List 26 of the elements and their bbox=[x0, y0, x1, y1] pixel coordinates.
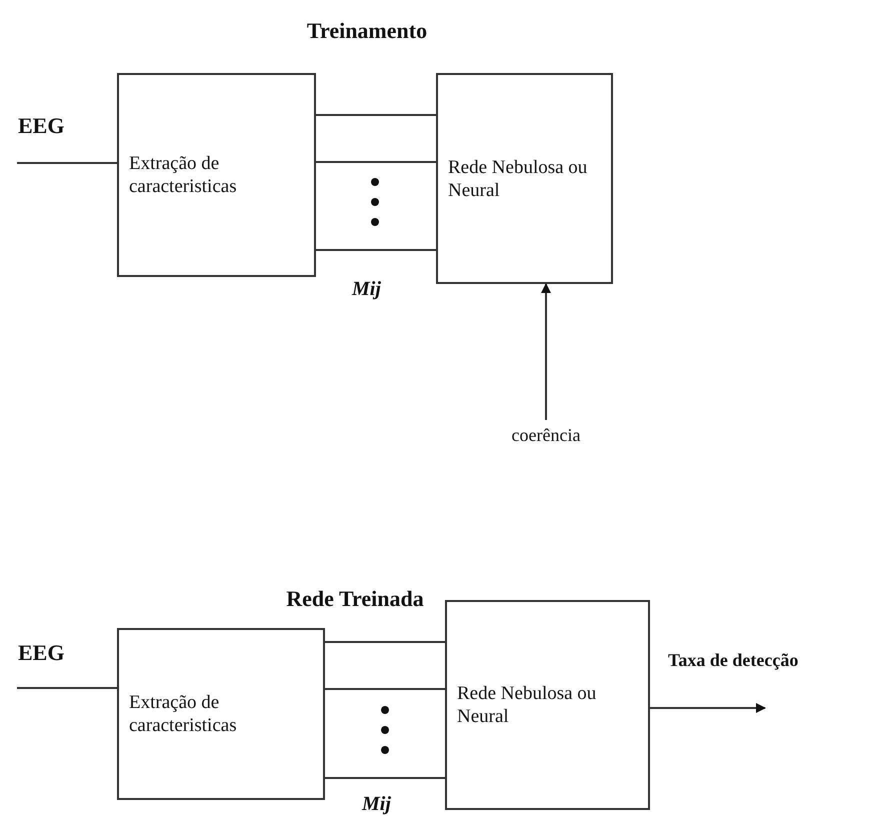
connector-line bbox=[316, 161, 436, 163]
connector-line bbox=[325, 688, 445, 690]
connector-line bbox=[325, 641, 445, 643]
edge-label: EEG bbox=[18, 113, 64, 139]
edge-label: Taxa de detecção bbox=[668, 650, 798, 671]
connector-line bbox=[17, 687, 117, 689]
process-box bbox=[117, 73, 316, 277]
connector-line bbox=[17, 162, 117, 164]
arrow bbox=[541, 283, 551, 420]
edge-label: EEG bbox=[18, 640, 64, 666]
matrix-label: Mij bbox=[352, 278, 381, 301]
input-label: coerência bbox=[512, 424, 580, 446]
section-title: Rede Treinada bbox=[286, 586, 424, 612]
arrow bbox=[650, 703, 766, 713]
connector-line bbox=[316, 114, 436, 116]
process-box bbox=[436, 73, 613, 284]
section-title: Treinamento bbox=[306, 18, 428, 44]
process-box bbox=[117, 628, 325, 800]
process-box bbox=[445, 600, 650, 810]
box-text: Extração de caracteristicas bbox=[128, 691, 238, 737]
box-text: Rede Nebulosa ou Neural bbox=[456, 682, 598, 728]
box-text: Extração de caracteristicas bbox=[128, 152, 238, 198]
connector-line bbox=[325, 777, 445, 779]
matrix-label: Mij bbox=[362, 793, 391, 816]
box-text: Rede Nebulosa ou Neural bbox=[447, 156, 588, 202]
connector-line bbox=[316, 249, 436, 251]
